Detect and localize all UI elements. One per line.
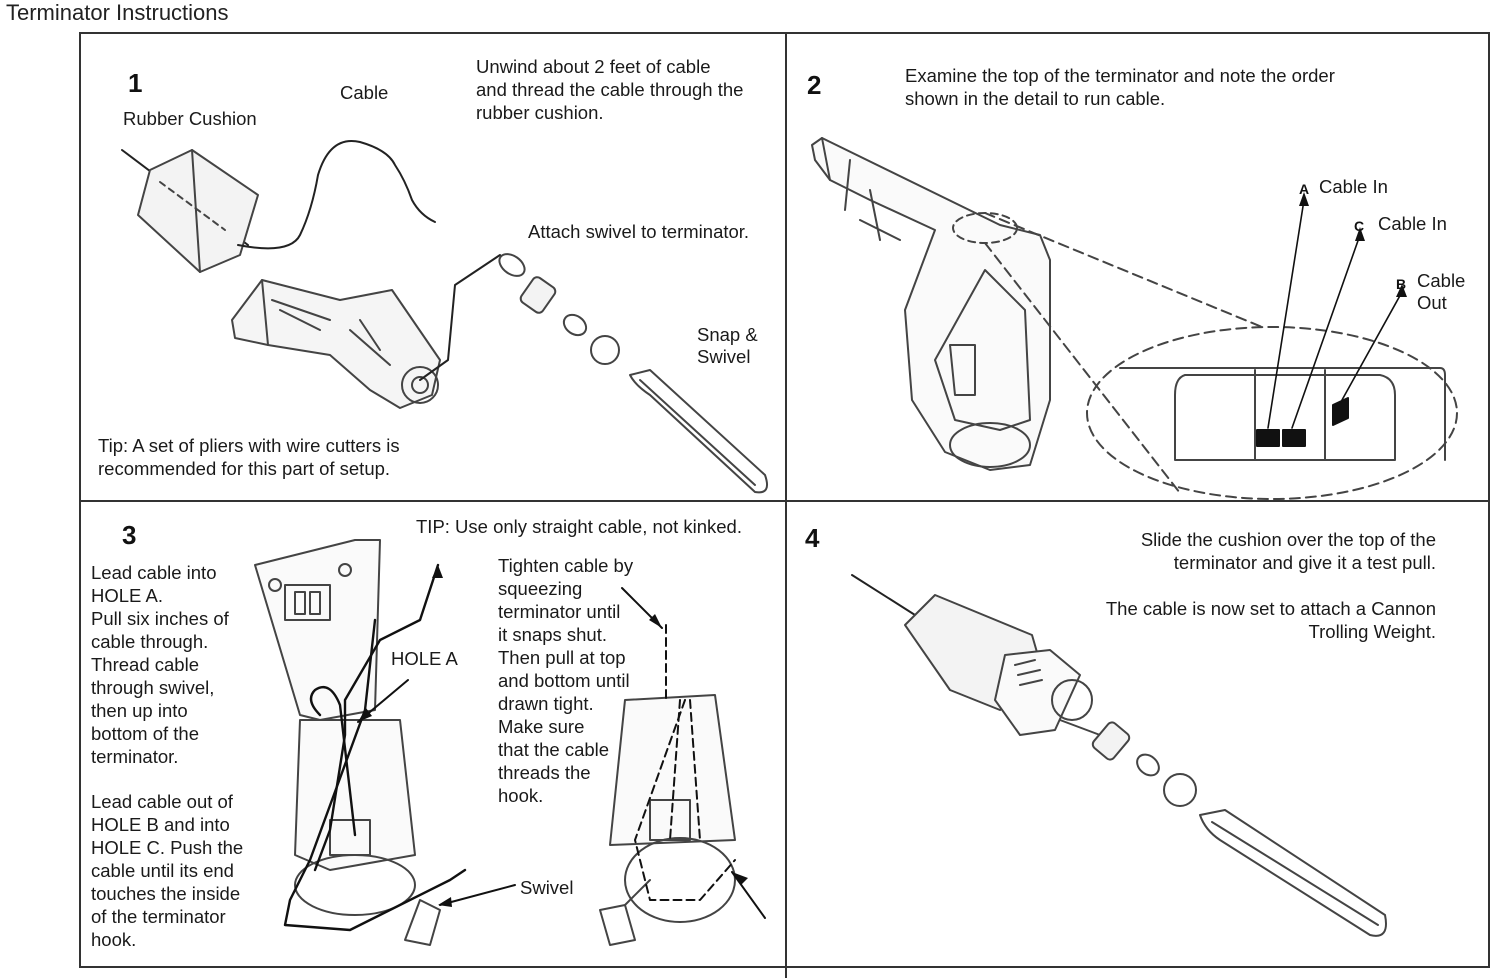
step-4-instruction-1: Slide the cushion over the top of the te…: [1140, 529, 1436, 573]
callout-a-letter: A: [1299, 181, 1310, 197]
step-3-tip: TIP: Use only straight cable, not kinked…: [416, 516, 742, 537]
panel-divider-horizontal: [79, 500, 1490, 502]
step-3-instruction-left-1: Lead cable into HOLE A. Pull six inches …: [91, 562, 229, 767]
callout-b-letter: B: [1396, 276, 1407, 292]
rubber-cushion-label: Rubber Cushion: [123, 108, 257, 129]
document-title: Terminator Instructions: [6, 0, 229, 25]
swivel-label: Swivel: [520, 877, 574, 898]
step-2-number: 2: [807, 70, 822, 100]
snap-swivel-label: Snap & Swivel: [697, 324, 758, 367]
step-1-tip: Tip: A set of pliers with wire cutters i…: [98, 435, 400, 479]
callout-a-label: Cable In: [1319, 176, 1388, 197]
step-3-instruction-left-2: Lead cable out of HOLE B and into HOLE C…: [91, 791, 244, 950]
panel-divider-vertical: [785, 32, 787, 978]
callout-c-label: Cable In: [1378, 213, 1447, 234]
callout-c-letter: C: [1354, 218, 1365, 234]
attach-swivel-text: Attach swivel to terminator.: [528, 221, 750, 242]
step-4-number: 4: [805, 523, 820, 553]
step-3-number: 3: [122, 520, 137, 550]
step-2-instruction: Examine the top of the terminator and no…: [905, 65, 1335, 109]
step-4-instruction-2: The cable is now set to attach a Cannon …: [1105, 598, 1436, 642]
step-3-instruction-middle: Tighten cable by squeezing terminator un…: [498, 555, 634, 806]
callout-b-label: Cable Out: [1417, 270, 1466, 313]
step-1-instruction: Unwind about 2 feet of cable and thread …: [476, 56, 744, 123]
step-1-number: 1: [128, 68, 143, 98]
hole-a-label: HOLE A: [391, 648, 458, 669]
cable-label: Cable: [340, 82, 389, 103]
